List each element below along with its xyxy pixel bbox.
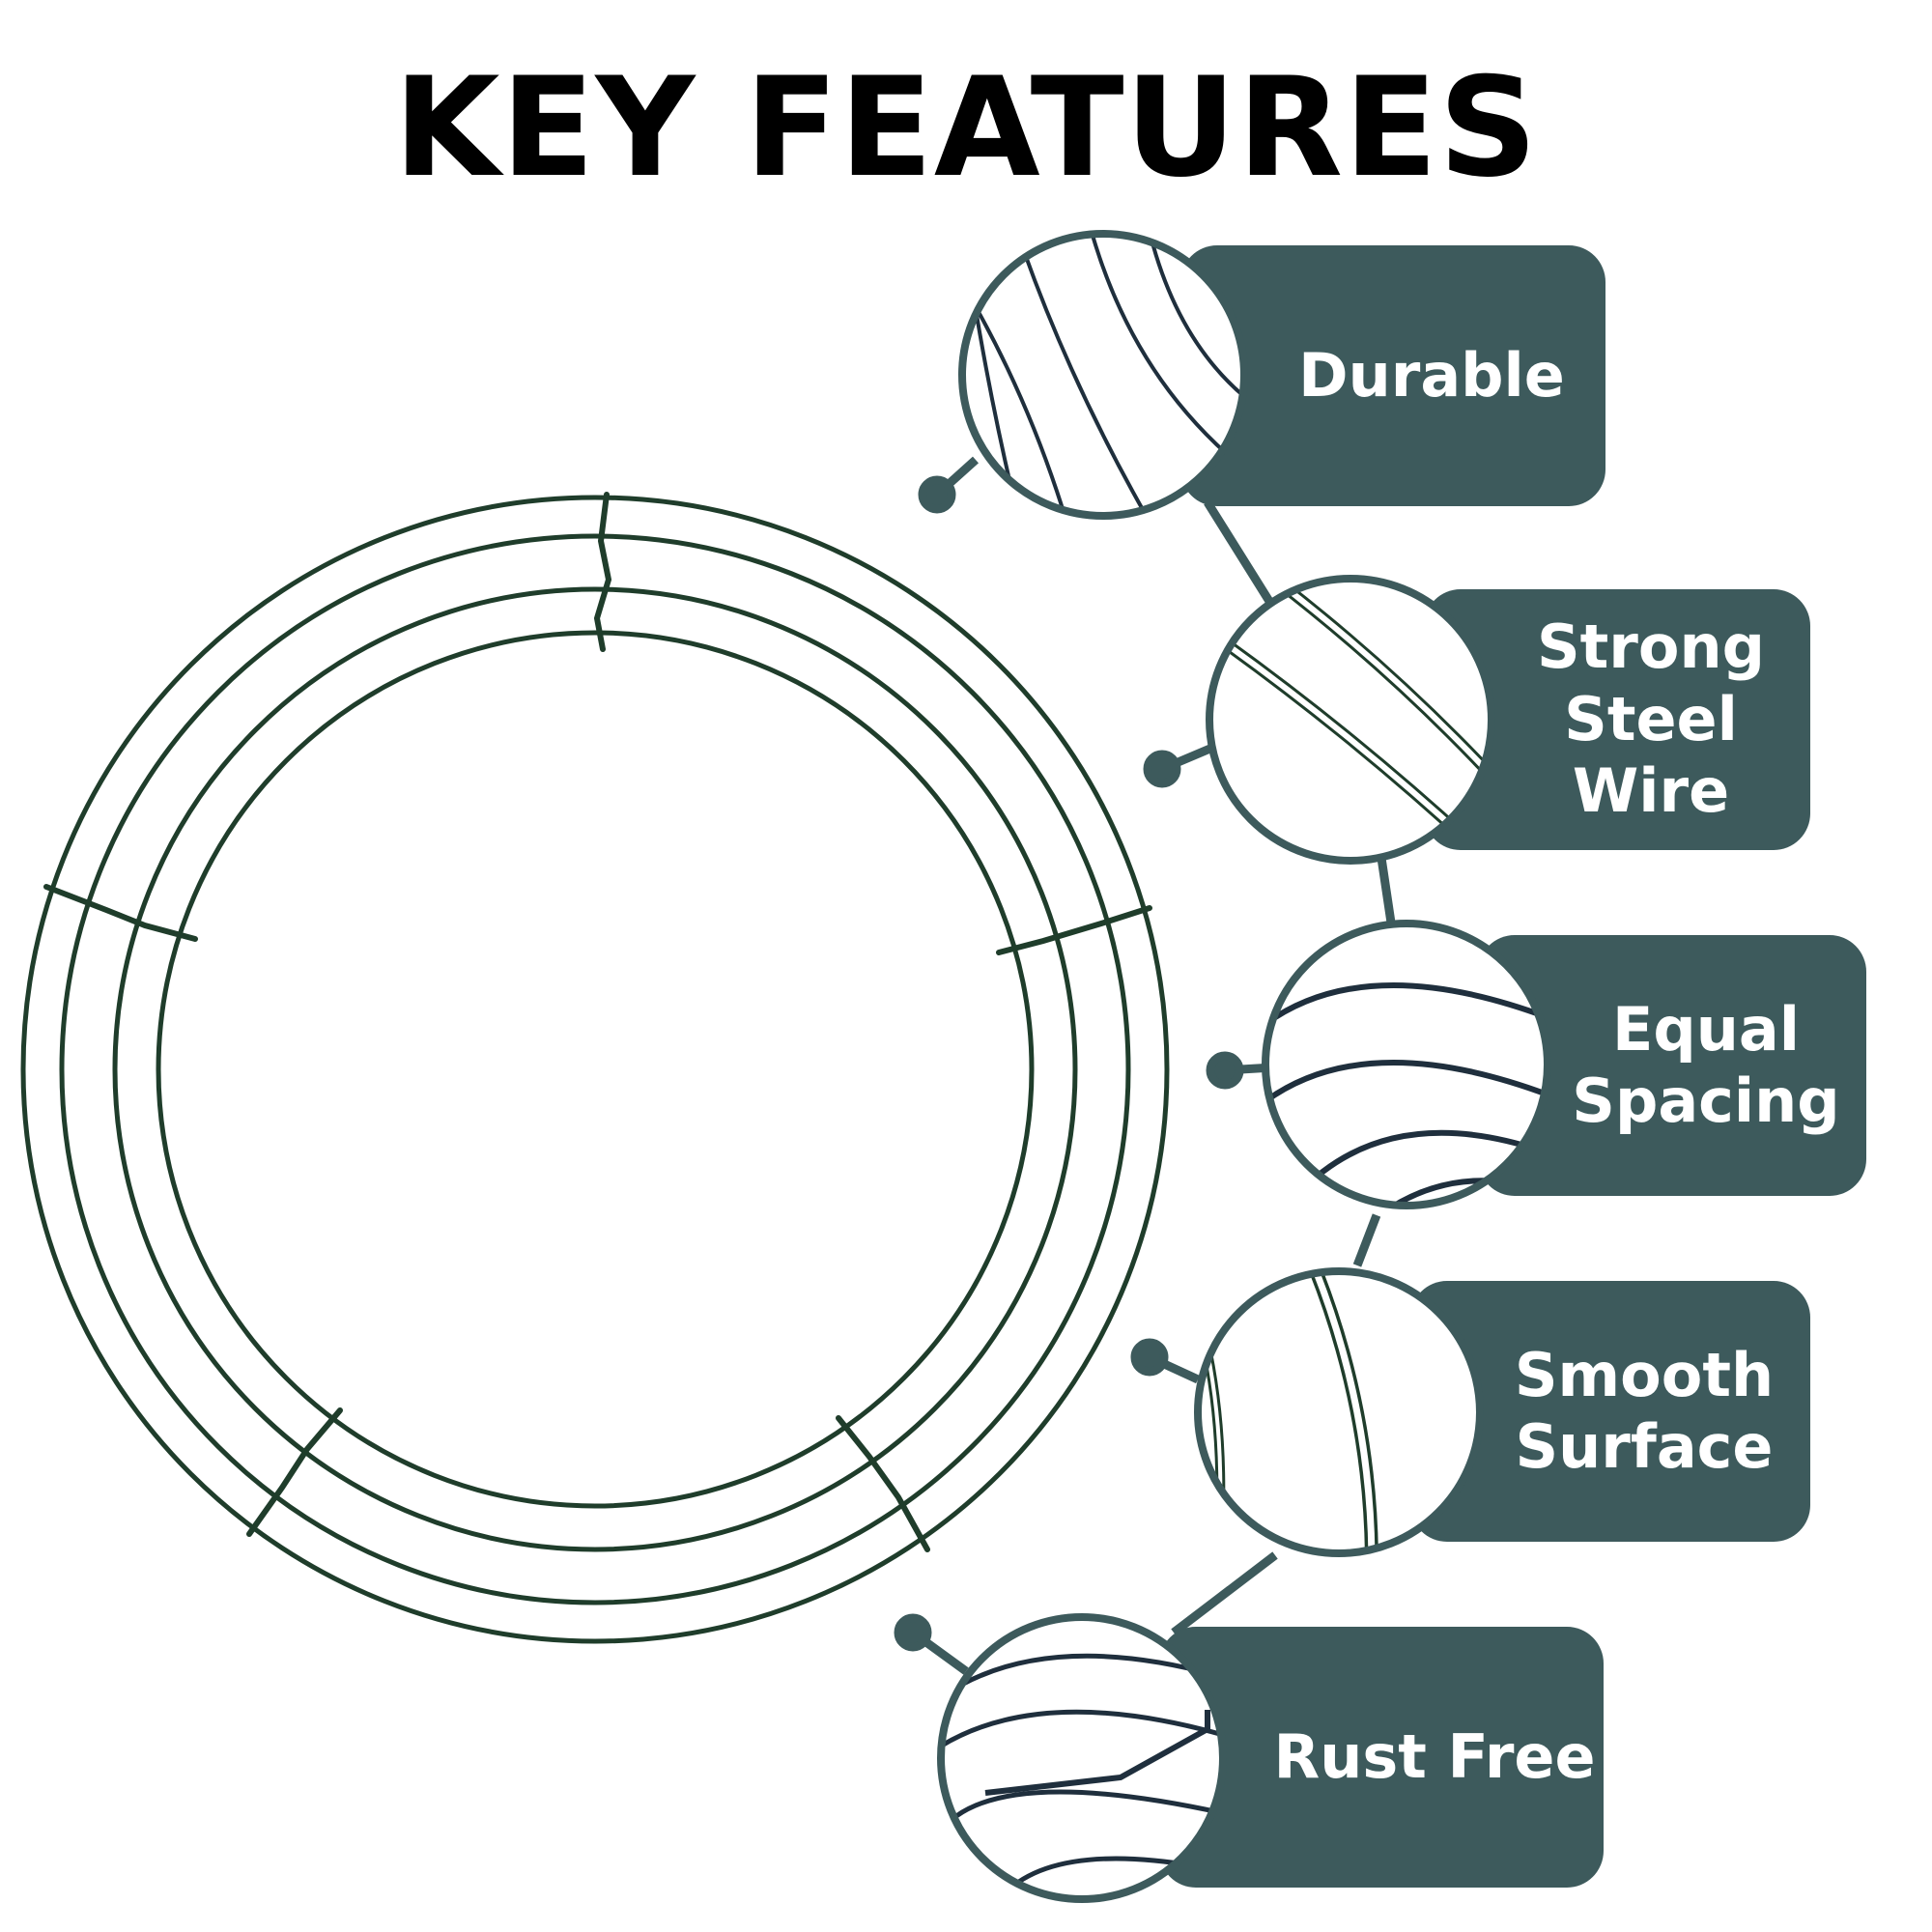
feature-pill-smooth-surface: Smooth Surface (1410, 1281, 1810, 1542)
wreath-frame-image (20, 492, 1170, 1644)
connector-dot-1 (918, 475, 956, 514)
connector-dot-3 (1206, 1051, 1244, 1090)
wire-ring-outer (20, 495, 1170, 1644)
feature-label-rust-free: Rust Free (1273, 1720, 1596, 1792)
feature-pill-equal-spacing: Equal Spacing (1478, 935, 1866, 1196)
wire-ring-3 (112, 586, 1078, 1552)
feature-pill-strong-steel-wire: Strong Steel Wire (1424, 589, 1810, 850)
feature-label-strong-line2: Steel Wire (1564, 683, 1738, 827)
feature-pill-rust-free: Rust Free (1159, 1627, 1604, 1888)
connector-dot-5 (894, 1613, 932, 1652)
feature-pill-durable: Durable (1180, 245, 1605, 506)
feature-label-durable: Durable (1298, 339, 1565, 411)
feature-label-equal-line1: Equal (1612, 993, 1800, 1065)
feature-label-smooth-line2: Surface (1515, 1411, 1774, 1482)
feature-label-equal-line2: Spacing (1572, 1065, 1840, 1136)
wire-ring-2 (59, 533, 1131, 1605)
wire-ring-inner (156, 630, 1035, 1509)
feature-label-smooth-line1: Smooth (1514, 1339, 1775, 1410)
page-title: KEY FEATURES (393, 48, 1539, 208)
connector-dot-2 (1143, 750, 1181, 788)
feature-label-strong-line1: Strong (1537, 611, 1765, 683)
wire-struts (43, 492, 1152, 1552)
connector-dot-4 (1130, 1338, 1169, 1377)
